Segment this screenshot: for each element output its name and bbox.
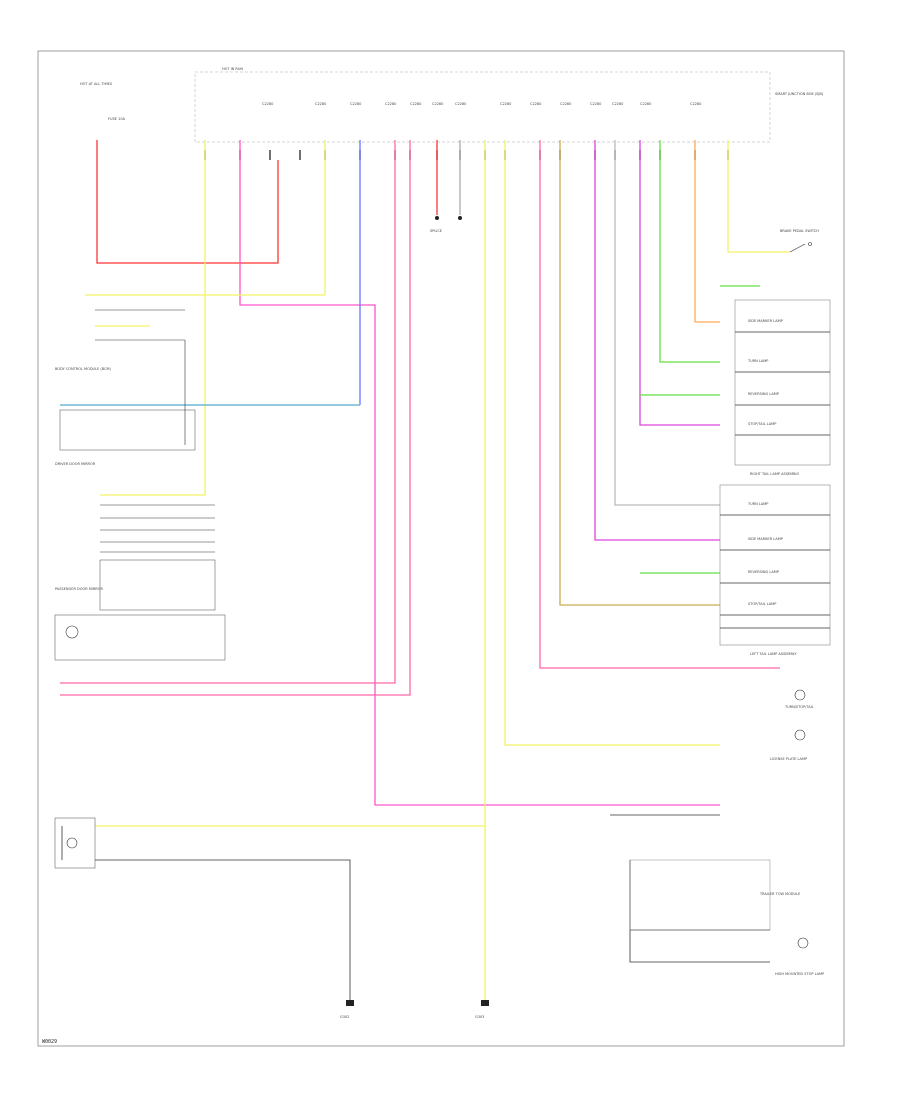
fuse-label: FUSE 10A bbox=[108, 117, 126, 121]
ground-symbol-left: G302 bbox=[340, 1000, 354, 1019]
svg-text:C2280: C2280 bbox=[560, 102, 571, 106]
wire-yellow-left bbox=[100, 140, 206, 496]
svg-text:C2280: C2280 bbox=[410, 102, 421, 106]
diagram-code: W0029 bbox=[42, 1039, 57, 1045]
brake-switch-pin bbox=[808, 242, 812, 246]
driver-door-mirror-label: DRIVER DOOR MIRROR bbox=[55, 462, 96, 466]
wire-magenta-595 bbox=[594, 140, 720, 541]
ground-wires bbox=[61, 814, 770, 1000]
left-bottom-lamp-symbol bbox=[66, 837, 78, 849]
svg-text:C2280: C2280 bbox=[455, 102, 466, 106]
right-lamp-rows: SIDE MARKER LAMP TURN LAMP REVERSING LAM… bbox=[747, 319, 783, 606]
svg-text:C2280: C2280 bbox=[590, 102, 601, 106]
lamp-symbols-right bbox=[794, 689, 809, 949]
left-tail-lamp-assembly-label: LEFT TAIL LAMP ASSEMBLY bbox=[750, 652, 797, 656]
turn-stop-tail-label: TURN/STOP/TAIL bbox=[784, 705, 814, 709]
wire-pink-395 bbox=[60, 140, 396, 684]
wire-pink-long bbox=[239, 140, 720, 806]
trailer-tow-module-box bbox=[629, 859, 771, 931]
wire-yellow-728 bbox=[727, 140, 790, 253]
svg-text:C2280: C2280 bbox=[500, 102, 511, 106]
splice-label: SPLICE bbox=[430, 229, 442, 233]
sjb-pin-labels: C2280 C2280 C2280 C2280 C2280 C2280 C228… bbox=[262, 102, 701, 106]
license-plate-lamp-label: LICENSE PLATE LAMP bbox=[770, 757, 807, 761]
svg-text:C2280: C2280 bbox=[385, 102, 396, 106]
left-module-box-2 bbox=[99, 559, 216, 611]
wire-pink-410 bbox=[60, 140, 411, 696]
body-control-module-label: BODY CONTROL MODULE (BCM) bbox=[55, 367, 112, 371]
svg-text:C2280: C2280 bbox=[315, 102, 326, 106]
wire-pink-540 bbox=[539, 140, 780, 669]
right-tail-lamp-assembly-label: RIGHT TAIL LAMP ASSEMBLY bbox=[750, 472, 800, 476]
svg-text:C2280: C2280 bbox=[432, 102, 443, 106]
svg-text:C2280: C2280 bbox=[262, 102, 273, 106]
hot-at-all-times-label: HOT AT ALL TIMES bbox=[80, 82, 113, 86]
smart-junction-box-outline bbox=[194, 71, 771, 143]
stop-tail-lamp-l: STOP/TAIL LAMP bbox=[748, 602, 776, 606]
smart-junction-box-label: SMART JUNCTION BOX (SJB) bbox=[775, 92, 824, 96]
turn-lamp-l: TURN LAMP bbox=[747, 502, 768, 506]
brake-pedal-switch-label: BRAKE PEDAL SWITCH bbox=[780, 229, 819, 233]
lamp-ground-lines bbox=[720, 331, 830, 629]
wire-orange-695 bbox=[694, 140, 720, 323]
wire-olive-560 bbox=[559, 140, 720, 606]
reversing-lamp-r: REVERSING LAMP bbox=[748, 392, 779, 396]
left-tail-lamp-assembly-box bbox=[719, 484, 831, 646]
side-marker-lamp-r: SIDE MARKER LAMP bbox=[748, 319, 783, 323]
ground-left-label: G302 bbox=[340, 1015, 349, 1019]
ground-right-label: G303 bbox=[475, 1015, 484, 1019]
left-module-lines bbox=[95, 309, 215, 553]
turn-lamp-r: TURN LAMP bbox=[747, 359, 768, 363]
wire-grey-615 bbox=[614, 140, 720, 506]
diagram-frame bbox=[37, 50, 845, 1047]
left-module-box-1 bbox=[59, 409, 196, 451]
svg-text:C2280: C2280 bbox=[530, 102, 541, 106]
splice-dot-1 bbox=[435, 216, 439, 220]
wire-yellow-505 bbox=[504, 140, 720, 746]
wire-red-battery bbox=[96, 140, 279, 264]
brake-switch-contact bbox=[789, 243, 806, 253]
left-lamp-symbol bbox=[65, 625, 79, 639]
connector-pin-row-top bbox=[204, 150, 729, 160]
svg-text:C2280: C2280 bbox=[690, 102, 701, 106]
stop-tail-lamp-r: STOP/TAIL LAMP bbox=[748, 422, 776, 426]
reversing-lamp-l: REVERSING LAMP bbox=[748, 570, 779, 574]
high-mount-stop-lamp-label: HIGH MOUNTED STOP LAMP bbox=[775, 972, 824, 976]
svg-text:C2280: C2280 bbox=[612, 102, 623, 106]
right-tail-lamp-assembly-box bbox=[734, 299, 831, 466]
hot-in-run-label: HOT IN RUN bbox=[222, 67, 243, 71]
wire-green-660 bbox=[659, 140, 720, 363]
side-marker-lamp-l: SIDE MARKER LAMP bbox=[748, 537, 783, 541]
wire-magenta-640 bbox=[639, 140, 720, 426]
passenger-door-mirror-label: PASSENGER DOOR MIRROR bbox=[55, 587, 103, 591]
left-bottom-lamp-box bbox=[54, 817, 96, 869]
svg-text:C2280: C2280 bbox=[350, 102, 361, 106]
left-lamp-box bbox=[54, 614, 226, 661]
trailer-tow-module-label: TRAILER TOW MODULE bbox=[759, 892, 800, 896]
ground-symbol-right: G303 bbox=[475, 1000, 489, 1019]
svg-text:C2280: C2280 bbox=[640, 102, 651, 106]
splice-dot-2 bbox=[458, 216, 462, 220]
